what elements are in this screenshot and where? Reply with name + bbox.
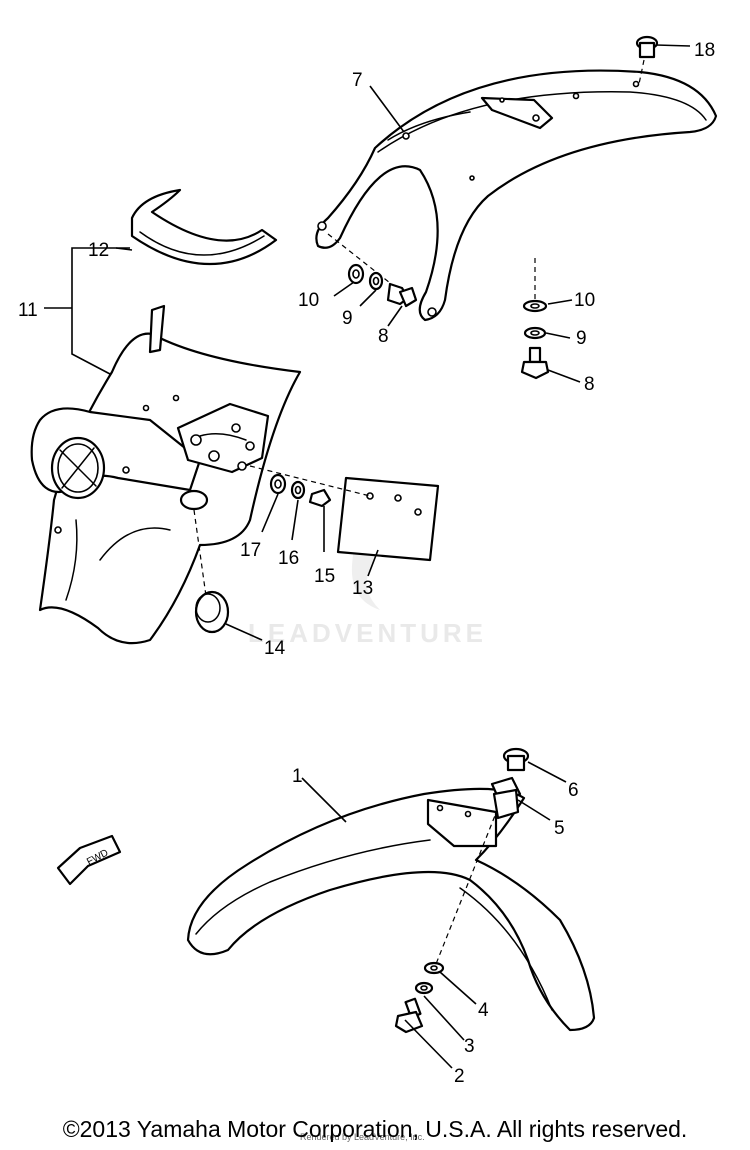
callout-3: 3 — [464, 1036, 475, 1057]
number-plate — [249, 465, 440, 562]
callout-13: 13 — [352, 578, 373, 599]
callout-9b: 9 — [576, 328, 587, 349]
callout-16: 16 — [278, 548, 299, 569]
callout-11: 11 — [18, 300, 38, 321]
screw-18 — [635, 35, 691, 85]
clamp-band — [130, 188, 278, 266]
bolt-set-plate — [269, 473, 332, 508]
forward-arrow: FWD — [56, 834, 122, 886]
headlight-body — [30, 304, 302, 645]
callout-9a: 9 — [342, 308, 353, 329]
bolt-set-left — [327, 233, 418, 308]
callout-6: 6 — [568, 780, 579, 801]
nut-5 — [490, 776, 522, 820]
callout-10b: 10 — [574, 290, 595, 311]
callout-8b: 8 — [584, 374, 595, 395]
bolt-set-right — [520, 258, 550, 380]
callout-2: 2 — [454, 1066, 465, 1087]
callout-18: 18 — [694, 40, 715, 61]
callout-4: 4 — [478, 1000, 489, 1021]
grommet-14 — [193, 509, 230, 634]
watermark-text: LEADVENTURE — [248, 618, 487, 648]
callouts: 1 2 3 4 5 6 7 8 8 9 9 10 10 11 12 13 — [18, 40, 715, 1087]
callout-14: 14 — [264, 638, 286, 659]
rear-fender — [315, 69, 718, 322]
callout-12: 12 — [88, 240, 109, 261]
copyright-footer: ©2013 Yamaha Motor Corporation, U.S.A. A… — [62, 1116, 688, 1142]
rendered-note: Rendered by LeadVenture, Inc. — [300, 1132, 425, 1142]
screw-6 — [502, 747, 530, 772]
callout-1: 1 — [292, 766, 303, 787]
callout-7: 7 — [352, 70, 363, 91]
callout-5: 5 — [554, 818, 565, 839]
bolt-set-fender — [394, 961, 445, 1034]
callout-17: 17 — [240, 540, 261, 561]
callout-10a: 10 — [298, 290, 319, 311]
callout-15: 15 — [314, 566, 335, 587]
callout-8a: 8 — [378, 326, 389, 347]
front-fender — [186, 787, 596, 1032]
